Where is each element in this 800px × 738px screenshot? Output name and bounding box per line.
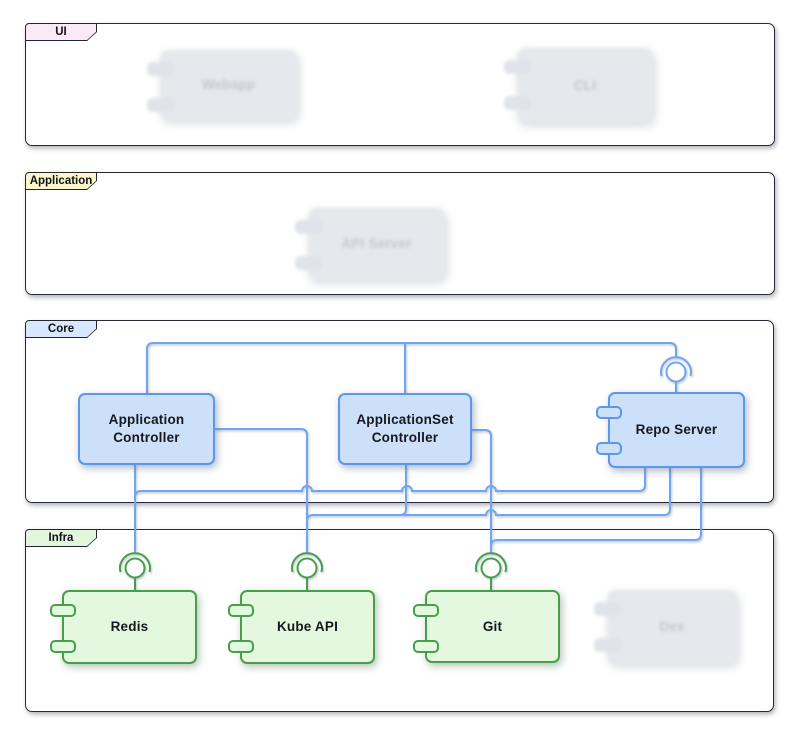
component-label: API Server (341, 236, 412, 252)
component-label: CLI (573, 77, 597, 93)
component-port (596, 406, 622, 419)
frame-label-application: Application (25, 172, 97, 190)
component-port (504, 60, 531, 74)
component-redis: Redis (50, 590, 197, 664)
component-port (295, 256, 322, 270)
component-label: Dex (659, 619, 685, 635)
component-port (594, 638, 621, 652)
frame-label-ui: UI (25, 23, 97, 41)
frame-label-text: Core (47, 323, 75, 335)
component-applicationset-controller: ApplicationSet Controller (338, 393, 472, 465)
component-label: Webapp (201, 77, 256, 93)
frame-label-text: Application (29, 175, 93, 187)
component-label: Repo Server (635, 422, 718, 438)
component-port (228, 640, 254, 653)
component-label: ApplicationSet Controller (356, 412, 454, 445)
frame-ui (25, 23, 775, 146)
component-repo-server: Repo Server (596, 392, 745, 468)
frame-label-text: Infra (48, 532, 74, 544)
component-label: Git (482, 618, 503, 634)
component-port (295, 220, 322, 234)
frame-label-text: UI (55, 26, 67, 38)
component-api-server: API Server (295, 208, 445, 280)
component-port (596, 442, 622, 455)
component-port (50, 604, 76, 617)
component-label: Application Controller (108, 412, 185, 445)
component-port (413, 640, 439, 653)
component-port (594, 602, 621, 616)
component-cli: CLI (504, 48, 653, 123)
component-port (147, 98, 174, 112)
component-port (228, 604, 254, 617)
component-label: Redis (110, 619, 149, 635)
frame-label-core: Core (25, 320, 97, 338)
component-webapp: Webapp (147, 50, 297, 120)
component-git: Git (413, 590, 560, 663)
component-port (504, 96, 531, 110)
component-label: Kube API (276, 619, 339, 635)
component-application-controller: Application Controller (78, 393, 215, 465)
component-port (50, 640, 76, 653)
component-kube-api: Kube API (228, 590, 375, 664)
component-dex: Dex (594, 590, 737, 664)
frame-label-infra: Infra (25, 529, 97, 547)
component-port (147, 62, 174, 76)
component-port (413, 604, 439, 617)
